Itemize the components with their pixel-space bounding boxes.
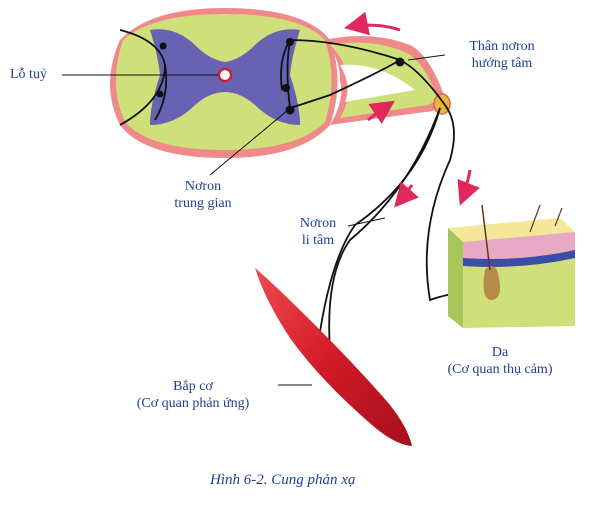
central-canal [217, 67, 233, 83]
label-noron-trung-gian-line2: trung gian [174, 196, 232, 211]
dorsal-root-ganglion [325, 36, 451, 125]
direction-arrows [344, 11, 480, 208]
label-da: Da (Cơ quan thụ cảm) [425, 344, 575, 378]
afferent-fiber [280, 39, 571, 302]
label-bap-co-line1: Bắp cơ [173, 379, 213, 394]
label-da-line1: Da [491, 345, 509, 360]
spinal-cord-section [110, 8, 338, 158]
label-da-line2: (Cơ quan thụ cảm) [447, 362, 553, 377]
label-bap-co-line2: (Cơ quan phản ứng) [136, 396, 250, 411]
label-noron-li-tam-line2: li tâm [301, 233, 335, 248]
label-noron-li-tam: Nơron li tâm [285, 215, 351, 249]
label-bap-co: Bắp cơ (Cơ quan phản ứng) [108, 378, 278, 412]
label-noron-trung-gian-line1: Nơron [184, 179, 222, 194]
label-than-noron-line1: Thân nơron [469, 39, 535, 54]
leader-lines [62, 54, 446, 386]
label-noron-li-tam-line1: Nơron [299, 216, 337, 231]
label-than-noron-line2: hướng tâm [471, 56, 533, 71]
label-lo-tuy: Lỗ tuỷ [10, 67, 47, 82]
figure-caption: Hình 6-2. Cung phản xạ [210, 472, 356, 488]
skin-block [448, 204, 575, 328]
muscle [255, 268, 412, 446]
hair-follicle [483, 266, 501, 300]
label-noron-trung-gian: Nơron trung gian [158, 178, 248, 212]
label-than-noron-huong-tam: Thân nơron hướng tâm [447, 38, 557, 72]
